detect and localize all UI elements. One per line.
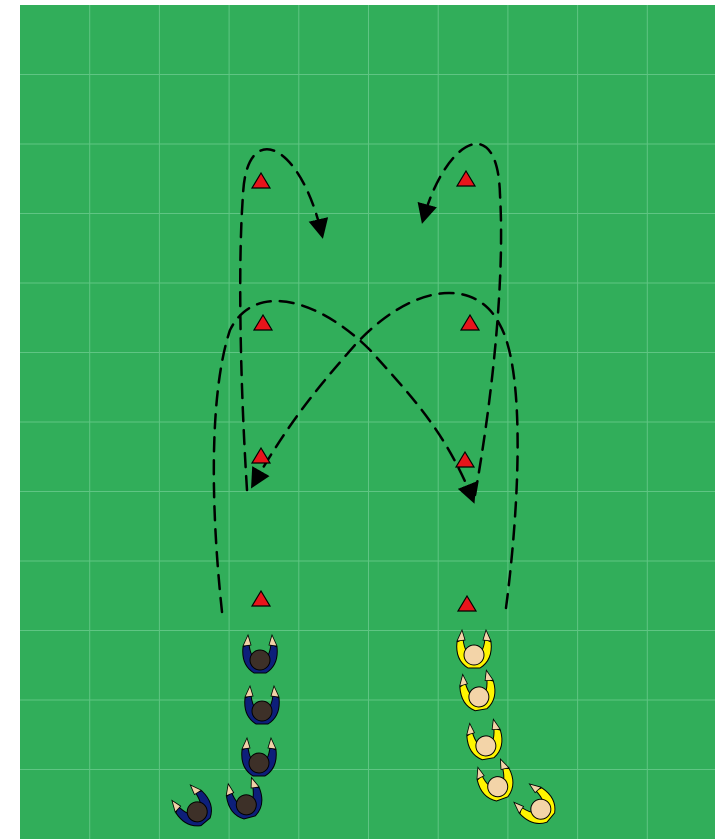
pitch-canvas [0, 0, 720, 839]
drill-diagram [0, 0, 720, 839]
